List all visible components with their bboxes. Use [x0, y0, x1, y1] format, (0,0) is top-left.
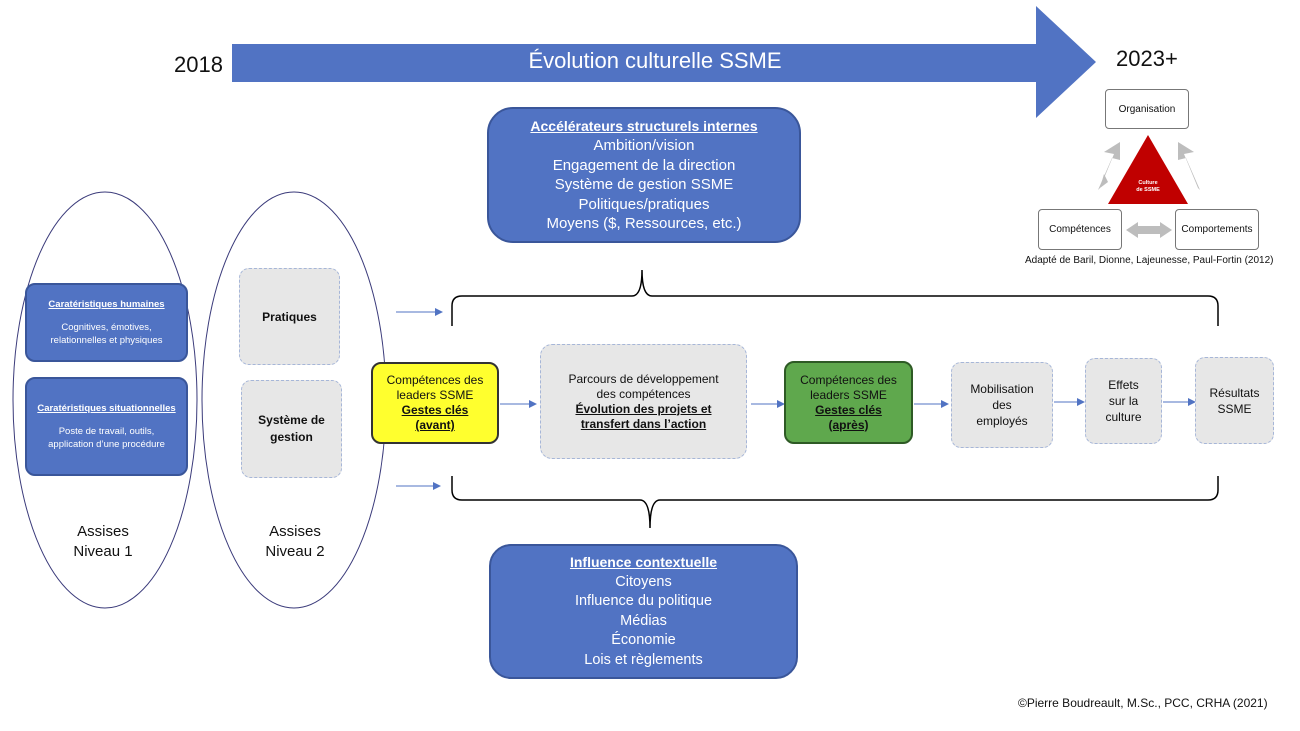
assises-niveau2-label: Assises Niveau 2 — [232, 522, 358, 562]
influence-item: Lois et règlements — [584, 651, 703, 668]
apres-gestes-cles: Gestes clés — [815, 402, 882, 417]
comportements-box: Comportements — [1175, 209, 1259, 250]
parcours-line3: Évolution des projets et — [575, 401, 712, 416]
culture-model-graphic — [1098, 135, 1200, 238]
apres-line1: Compétences des — [800, 372, 897, 387]
copyright: ©Pierre Boudreault, M.Sc., PCC, CRHA (20… — [1018, 696, 1268, 710]
situational-characteristics-text: Poste de travail, outils, application d’… — [48, 426, 165, 450]
assises-niveau1-label: Assises Niveau 1 — [40, 522, 166, 562]
bottom-brace — [451, 476, 1219, 529]
human-characteristics-text: Cognitives, émotives, relationnelles et … — [50, 322, 163, 346]
avant-line2: leaders SSME — [396, 388, 474, 402]
double-arrow-bottom — [1126, 222, 1172, 238]
accelerateurs-item: Système de gestion SSME — [554, 176, 734, 193]
competences-apres-box: Compétences des leaders SSME Gestes clés… — [784, 361, 913, 444]
influence-item: Influence du politique — [574, 593, 713, 609]
pratiques-box: Pratiques — [239, 268, 340, 365]
situational-characteristics-box: Caratéristiques situationnelles Poste de… — [25, 377, 188, 476]
apres-label: (après) — [828, 417, 869, 432]
top-brace — [451, 269, 1219, 326]
assises-niveau2-line1: Assises — [269, 523, 321, 540]
effets-box: Effets sur la culture — [1085, 358, 1162, 444]
double-arrow-right — [1178, 142, 1200, 190]
accelerateurs-item: Politiques/pratiques — [578, 195, 710, 213]
human-characteristics-title: Caratéristiques humaines — [48, 299, 165, 310]
parcours-line4: transfert dans l’action — [580, 416, 707, 431]
situational-characteristics-title: Caratéristiques situationnelles — [37, 403, 176, 414]
influence-item: Économie — [611, 632, 676, 648]
start-year: 2018 — [174, 52, 223, 77]
resultats-box: Résultats SSME — [1195, 357, 1274, 444]
parcours-line1: Parcours de développement — [568, 371, 719, 386]
assises-niveau1-line1: Assises — [77, 523, 129, 540]
culture-model-source: Adapté de Baril, Dionne, Lajeunesse, Pau… — [1025, 255, 1274, 266]
accelerateurs-title: Accélérateurs structurels internes — [530, 117, 758, 134]
avant-label: (avant) — [415, 418, 455, 432]
accelerateurs-item: Engagement de la direction — [552, 156, 736, 174]
culture-label: Culture de SSME — [1125, 176, 1171, 198]
accelerateurs-box: Accélérateurs structurels internes Ambit… — [487, 107, 801, 243]
influence-box: Influence contextuelle Citoyens Influenc… — [489, 544, 798, 679]
accelerateurs-item: Moyens ($, Ressources, etc.) — [546, 215, 742, 232]
culture-label-line1: Culture — [1138, 180, 1158, 186]
double-arrow-left — [1098, 142, 1120, 190]
accelerateurs-item: Ambition/vision — [593, 137, 695, 154]
assises-niveau2-line2: Niveau 2 — [265, 543, 325, 560]
parcours-line2: des compétences — [596, 386, 691, 401]
end-year: 2023+ — [1116, 46, 1178, 71]
timeline-title: Évolution culturelle SSME — [528, 48, 782, 73]
human-characteristics-box: Caratéristiques humaines Cognitives, émo… — [25, 283, 188, 362]
influence-item: Médias — [620, 612, 667, 629]
avant-line1: Compétences des — [386, 373, 484, 387]
culture-triangle — [1108, 135, 1188, 204]
competences-box: Compétences — [1038, 209, 1122, 250]
influence-item: Citoyens — [615, 573, 672, 590]
apres-line2: leaders SSME — [810, 387, 887, 402]
assises-niveau1-ellipse — [12, 191, 198, 609]
culture-label-line2: de SSME — [1136, 187, 1160, 193]
timeline-arrow — [232, 6, 1096, 118]
competences-avant-box: Compétences des leaders SSME Gestes clés… — [371, 362, 499, 444]
influence-title: Influence contextuelle — [569, 554, 718, 570]
assises-niveau1-line2: Niveau 1 — [73, 543, 133, 560]
mobilisation-box: Mobilisation des employés — [951, 362, 1053, 448]
systeme-gestion-box: Système de gestion — [241, 380, 342, 478]
parcours-box: Parcours de développement des compétence… — [540, 344, 747, 459]
avant-gestes-cles: Gestes clés — [401, 403, 469, 417]
organisation-box: Organisation — [1105, 89, 1189, 129]
